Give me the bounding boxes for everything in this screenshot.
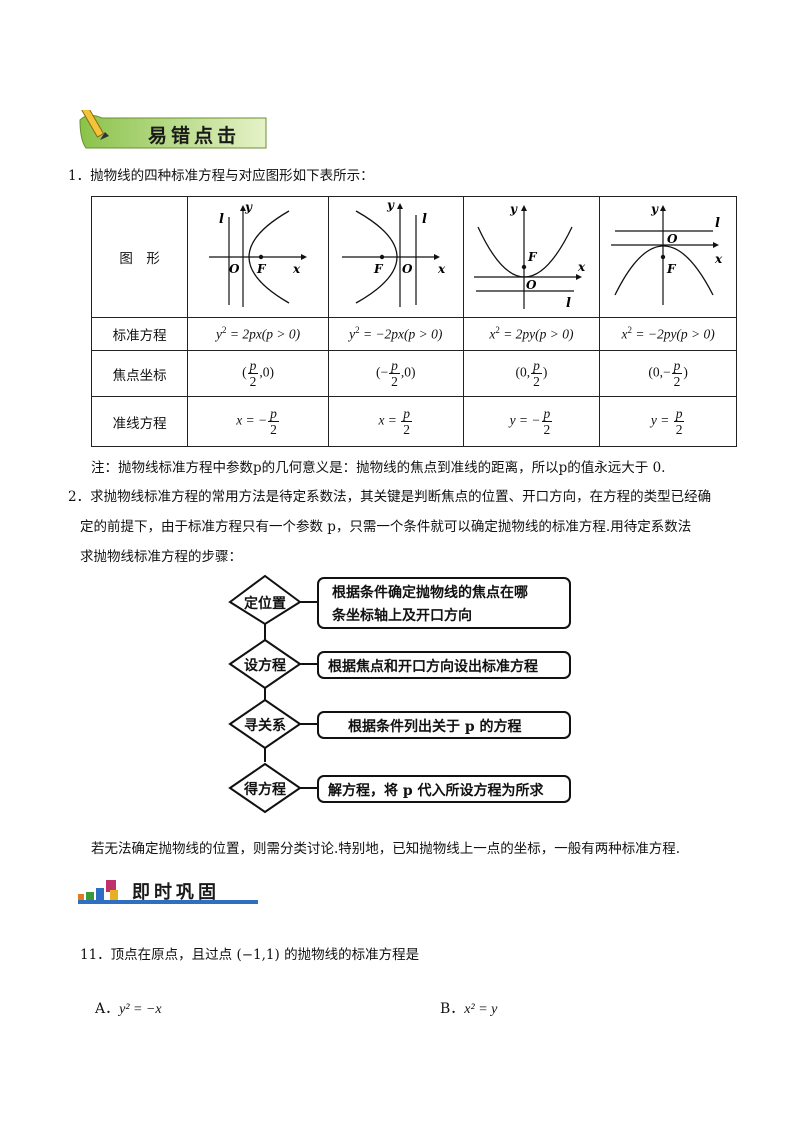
equation-cell-1: y2 = 2px(p > 0) — [187, 317, 329, 351]
section-banner-error-points: 易错点击 — [78, 101, 268, 154]
graph-label-y: y — [244, 200, 253, 214]
svg-text:F: F — [666, 262, 677, 276]
item-2-line-1: 2．求抛物线标准方程的常用方法是待定系数法，其关键是判断焦点的位置、开口方向，在… — [68, 489, 712, 505]
flow-step-3-desc: 根据条件列出关于 p 的方程 — [348, 719, 522, 735]
graph-cell-down: y l O F x — [599, 196, 737, 318]
option-b-text: x² = y — [464, 1002, 498, 1017]
graph-label-F: F — [256, 262, 267, 276]
section-title-practice: 即时巩固 — [132, 882, 220, 903]
svg-text:O: O — [402, 262, 413, 276]
graph-label-O: O — [229, 262, 240, 276]
svg-text:F: F — [373, 262, 384, 276]
parabola-table: 图 形 y l O F x — [90, 196, 737, 447]
svg-text:y: y — [650, 202, 659, 216]
flow-step-3-label: 寻关系 — [244, 718, 286, 734]
flowchart-shapes — [228, 574, 571, 814]
flowchart: 定位置 设方程 寻关系 得方程 根据条件确定抛物线的焦点在哪 条坐标轴上及开口方… — [228, 574, 578, 814]
option-a-text: y² = −x — [119, 1002, 162, 1017]
graph-label-x: x — [292, 262, 301, 276]
option-b-letter: B． — [440, 1001, 465, 1017]
flow-step-4-label: 得方程 — [244, 782, 286, 798]
flow-step-2-desc: 根据焦点和开口方向设出标准方程 — [328, 659, 538, 675]
option-a-letter: A． — [95, 1001, 120, 1017]
row-header-directrix: 准线方程 — [90, 396, 189, 447]
svg-text:x: x — [714, 252, 723, 266]
equation-cell-4: x2 = −2py(p > 0) — [599, 317, 737, 351]
flow-step-2-label: 设方程 — [244, 658, 286, 674]
graph-cell-right: y l O F x — [187, 196, 329, 318]
flow-step-1-desc-line-1: 根据条件确定抛物线的焦点在哪 — [332, 585, 528, 601]
svg-text:F: F — [527, 250, 538, 264]
section-title-error-points: 易错点击 — [148, 125, 241, 147]
svg-text:l: l — [422, 212, 427, 227]
graph-cell-up: y F O x l — [462, 196, 601, 318]
graph-left-opening: y l F O x — [341, 198, 446, 307]
flow-step-1-desc-line-2: 条坐标轴上及开口方向 — [332, 608, 472, 624]
equation-cell-2: y2 = −2px(p > 0) — [327, 317, 464, 351]
svg-text:x: x — [437, 262, 446, 276]
svg-text:l: l — [566, 296, 571, 311]
row-header-focus: 焦点坐标 — [90, 350, 189, 397]
flow-step-4-desc: 解方程，将 p 代入所设方程为所求 — [328, 783, 544, 799]
item-2-line-2: 定的前提下，由于标准方程只有一个参数 p，只需一个条件就可以确定抛物线的标准方程… — [80, 519, 692, 535]
graph-up-opening: y F O x l — [474, 202, 586, 311]
question-stem: 11．顶点在原点，且过点 (−1,1) 的抛物线的标准方程是 — [80, 947, 420, 963]
pencil-banner-graphic — [78, 101, 267, 149]
flow-step-1-label: 定位置 — [244, 596, 286, 612]
row-header-graph: 图 形 — [90, 196, 189, 318]
svg-text:y: y — [386, 198, 395, 212]
svg-text:O: O — [526, 278, 537, 292]
section-banner-practice: 即时巩固 — [76, 878, 260, 906]
graph-right-opening: y l O F x — [209, 200, 308, 307]
equation-cell-3: x2 = 2py(p > 0) — [462, 317, 601, 351]
note-text: 注：抛物线标准方程中参数p的几何意义是：抛物线的焦点到准线的距离，所以p的值永远… — [91, 460, 666, 476]
svg-text:l: l — [715, 216, 720, 231]
conclusion-text: 若无法确定抛物线的位置，则需分类讨论.特别地，已知抛物线上一点的坐标，一般有两种… — [91, 841, 681, 857]
svg-text:y: y — [509, 202, 518, 216]
option-b[interactable]: B．x² = y — [440, 998, 497, 1018]
item-1-text: 1．抛物线的四种标准方程与对应图形如下表所示： — [68, 168, 374, 184]
graph-down-opening: y l O F x — [611, 202, 723, 305]
item-2-line-3: 求抛物线标准方程的步骤： — [80, 549, 242, 565]
option-a[interactable]: A．y² = −x — [95, 998, 162, 1018]
graph-label-l: l — [219, 212, 224, 227]
svg-text:O: O — [667, 232, 678, 246]
row-header-equation: 标准方程 — [90, 317, 189, 351]
graph-cell-left: y l F O x — [327, 196, 464, 318]
blocks-banner-graphic — [78, 880, 258, 904]
svg-text:x: x — [577, 260, 586, 274]
